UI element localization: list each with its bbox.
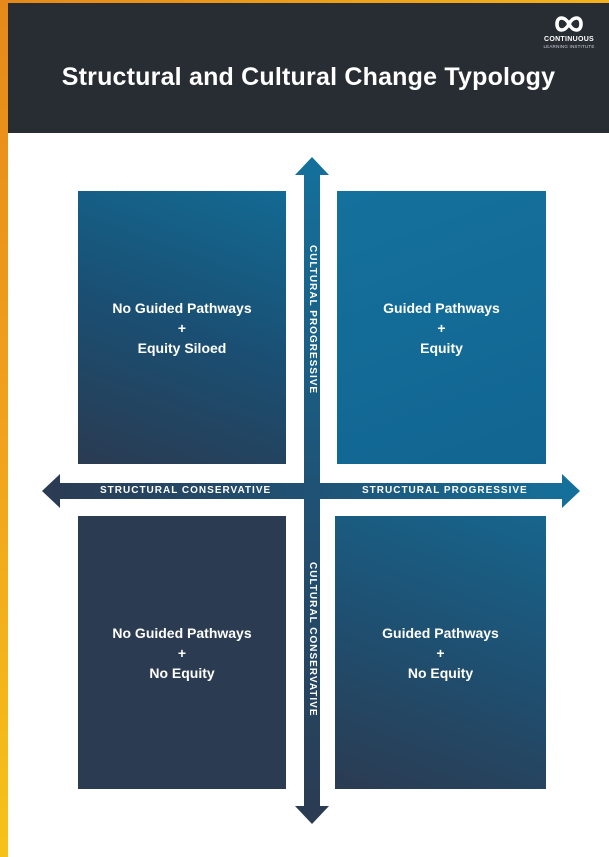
quadrant-line-1: Guided Pathways [383, 299, 500, 316]
page-title: Structural and Cultural Change Typology [61, 63, 556, 91]
axis-label-structural-progressive: STRUCTURAL PROGRESSIVE [362, 485, 528, 496]
axis-label-cultural-progressive: CULTURAL PROGRESSIVE [307, 245, 318, 395]
quadrant-bottom-left: No Guided Pathways + No Equity [78, 516, 286, 789]
infinity-icon [555, 16, 583, 32]
quadrant-line-1: No Guided Pathways [112, 624, 252, 641]
axis-label-cultural-conservative: CULTURAL CONSERVATIVE [307, 562, 318, 717]
logo-name: CONTINUOUS [543, 36, 595, 43]
quadrant-line-2: Equity Siloed [137, 339, 227, 356]
quadrant-line-2: No Equity [407, 664, 474, 681]
quadrant-line-1: Guided Pathways [382, 624, 499, 641]
brand-logo: CONTINUOUS LEARNING INSTITUTE [537, 13, 601, 50]
accent-stripe-left [0, 0, 8, 857]
quadrant-plus: + [436, 644, 445, 661]
accent-stripe-top [0, 0, 609, 3]
quadrant-top-left: No Guided Pathways + Equity Siloed [78, 191, 286, 464]
axis-label-structural-conservative: STRUCTURAL CONSERVATIVE [100, 485, 272, 496]
quadrant-plus: + [177, 644, 187, 661]
header-banner: CONTINUOUS LEARNING INSTITUTE Structural… [8, 3, 609, 133]
quadrant-plus: + [437, 319, 446, 336]
quadrant-line-2: Equity [420, 339, 463, 356]
quadrant-bottom-right: Guided Pathways + No Equity [335, 516, 546, 789]
quadrant-line-1: No Guided Pathways [112, 299, 252, 316]
logo-subtitle: LEARNING INSTITUTE [543, 44, 595, 49]
quadrant-top-right: Guided Pathways + Equity [337, 191, 546, 464]
vertical-axis-arrow [295, 157, 329, 824]
quadrant-line-2: No Equity [149, 664, 215, 681]
quadrant-plus: + [177, 319, 187, 336]
